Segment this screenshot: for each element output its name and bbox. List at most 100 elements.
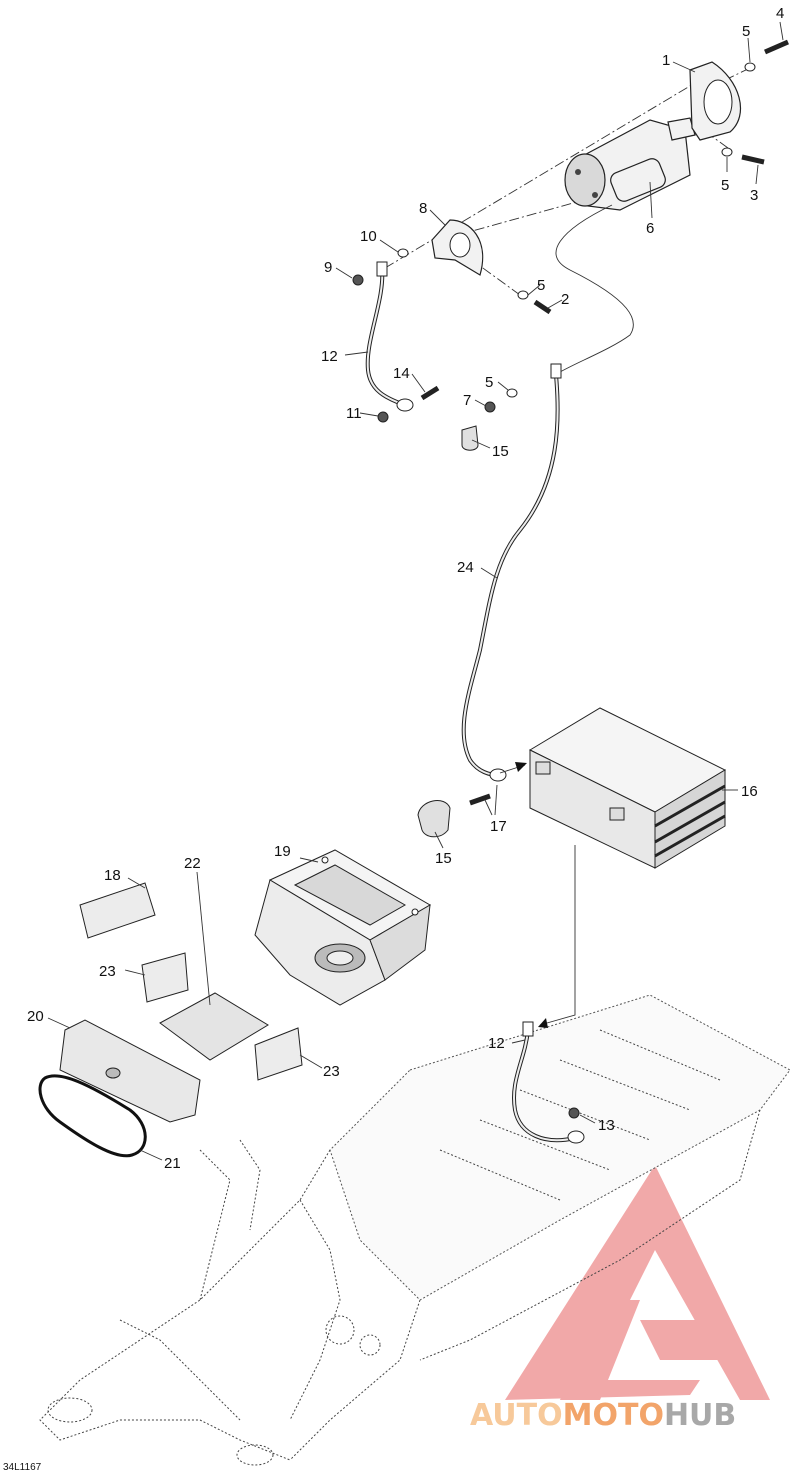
tray-bolt-hole (321, 856, 329, 864)
frame-front-edge (39, 1149, 331, 1461)
starter-motor (564, 117, 696, 211)
callout-labels: 1 2 3 4 5 5 5 5 6 7 8 9 10 11 12 12 13 1… (27, 5, 784, 1172)
callout-15-a: 15 (492, 443, 509, 460)
frame-brace-2 (119, 1319, 241, 1421)
cover-20-hole (105, 1067, 121, 1079)
frame-upright-2 (239, 1139, 261, 1231)
nut-9 (352, 274, 364, 286)
diagram-code: 34L1167 (3, 1462, 42, 1473)
logo-mark-2 (640, 1320, 720, 1360)
cable-24-lug (489, 768, 507, 782)
callout-1: 1 (662, 52, 670, 69)
callout-16: 16 (741, 783, 758, 800)
watermark-moto: MOTO (563, 1398, 664, 1433)
cable-24 (461, 373, 560, 777)
callout-4: 4 (776, 5, 784, 22)
frame-hole-2 (359, 1334, 381, 1356)
tray-hole-inner (326, 950, 354, 966)
starter-bolt (575, 169, 581, 175)
callout-11: 11 (346, 405, 362, 422)
callout-23-a: 23 (99, 963, 116, 980)
automotohub-logo (505, 1165, 770, 1400)
cable-12-lower-route (539, 845, 576, 1026)
leader-lines (47, 21, 784, 1161)
screw-4 (764, 39, 789, 55)
washer-5d (506, 388, 518, 398)
solenoid (610, 158, 666, 202)
axis-line-5 (709, 134, 729, 149)
cable-12-lug (396, 398, 414, 412)
screw-3 (741, 154, 765, 165)
tray-well (293, 864, 407, 926)
battery-terminal-pos (535, 761, 551, 775)
callout-12-lower: 12 (488, 1035, 505, 1052)
callout-6: 6 (646, 220, 654, 237)
washer-5a (744, 62, 756, 72)
frame-hole (325, 1315, 355, 1345)
screw-14 (420, 385, 440, 401)
starter-bolt-2 (592, 192, 598, 198)
tunnel-side (419, 1109, 761, 1361)
callout-12-upper: 12 (321, 348, 338, 365)
callout-3: 3 (750, 187, 758, 204)
callout-5-d: 5 (485, 374, 493, 391)
callout-20: 20 (27, 1008, 44, 1025)
callout-15-b: 15 (435, 850, 452, 867)
washer-5c (517, 290, 529, 300)
hardware-top (352, 39, 789, 451)
cable-24-arrowhead (515, 762, 527, 772)
callout-19: 19 (274, 843, 291, 860)
battery-rib-3 (654, 814, 726, 858)
callout-18: 18 (104, 867, 121, 884)
callout-7: 7 (463, 392, 471, 409)
callout-8: 8 (419, 200, 427, 217)
pad-23b (254, 1027, 303, 1081)
battery-rib-2 (654, 800, 726, 844)
battery-rib-1 (654, 784, 726, 828)
callout-14: 14 (393, 365, 410, 382)
cable-12-upper-core (366, 267, 406, 406)
battery (528, 707, 727, 869)
callout-21: 21 (164, 1155, 181, 1172)
callout-5-c: 5 (537, 277, 545, 294)
pad-23a (141, 952, 189, 1003)
cable-12-lower-core (513, 1029, 576, 1142)
callout-10: 10 (360, 228, 377, 245)
callout-24: 24 (457, 559, 474, 576)
washer-10 (397, 248, 409, 258)
frame-tube-end (47, 1397, 93, 1423)
cable-24-core (462, 374, 559, 776)
pad-22 (159, 992, 269, 1061)
tunnel-slot-2 (559, 1059, 691, 1111)
tunnel-top (329, 994, 791, 1301)
nut-13 (568, 1107, 580, 1119)
tunnel-slot-3 (519, 1089, 651, 1141)
starter-pinion (667, 117, 696, 141)
boot-15a (461, 425, 479, 451)
chassis-frame (39, 994, 791, 1466)
tunnel-slot-1 (599, 1029, 721, 1081)
callout-5-a: 5 (742, 23, 750, 40)
watermark-auto: AUTO (470, 1398, 563, 1433)
nut-11 (377, 411, 389, 423)
callout-13: 13 (598, 1117, 615, 1134)
frame-brace (289, 1199, 341, 1421)
frame-upright (199, 1149, 231, 1301)
nut-7 (484, 401, 496, 413)
cable-12-lower-arrowhead (538, 1018, 548, 1028)
callout-9: 9 (324, 259, 332, 276)
tray-side (369, 904, 431, 981)
starter-end-cap (564, 153, 606, 207)
bracket-1-hole (703, 79, 733, 125)
tray-bolt-hole-2 (411, 908, 419, 916)
washer-5b (721, 147, 733, 157)
logo-triangle (505, 1165, 770, 1400)
tunnel-slot-5 (439, 1149, 561, 1201)
pad-18 (79, 882, 156, 939)
battery-tray (254, 849, 431, 1006)
callout-17: 17 (490, 818, 507, 835)
frame-tube-end-2 (236, 1444, 274, 1466)
boot-15b (417, 800, 451, 838)
cable-24-route (554, 204, 634, 376)
